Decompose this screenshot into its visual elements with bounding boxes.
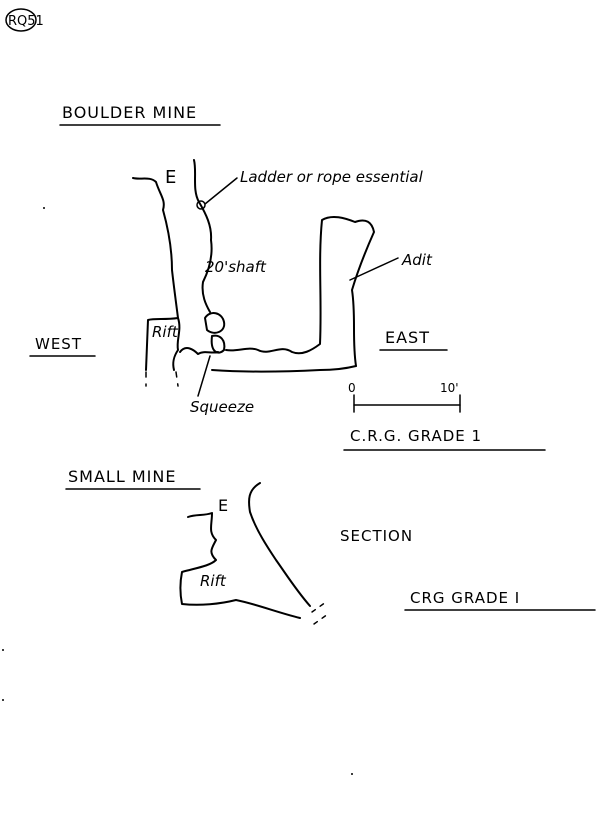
small-mine-title: SMALL MINE <box>68 467 176 486</box>
small-mine-left-wall <box>179 512 301 619</box>
adit-leader <box>349 257 399 281</box>
small-mine-right-wall <box>248 482 311 607</box>
ladder-leader <box>204 177 238 205</box>
squeeze-boulders <box>204 312 226 354</box>
squeeze-leader <box>197 355 211 397</box>
boulder-mine-title: BOULDER MINE <box>62 103 197 122</box>
boulder-entrance-marker: E <box>165 167 176 188</box>
small-rift-label: Rift <box>200 572 227 590</box>
scale-end: 10' <box>440 381 459 395</box>
boulder-grade: C.R.G. GRADE 1 <box>350 427 482 445</box>
section-label: SECTION <box>340 527 413 545</box>
small-grade: CRG GRADE I <box>410 589 520 607</box>
shaft-right-wall <box>193 159 213 313</box>
adit-label: Adit <box>401 251 433 269</box>
squeeze-label: Squeeze <box>190 398 254 416</box>
small-mine-continuation-dashes <box>311 601 329 625</box>
ladder-note: Ladder or rope essential <box>240 168 424 186</box>
adit-roof <box>225 215 375 367</box>
scale-bar: 0 10' <box>348 381 461 413</box>
shaft-label: 20'shaft <box>205 258 267 276</box>
east-label: EAST <box>385 328 430 347</box>
page-reference: RQ51 <box>5 8 44 32</box>
west-label: WEST <box>35 335 82 353</box>
boulder-mine-diagram: BOULDER MINE E Ladder or rope essential … <box>29 103 546 451</box>
ladder-marker <box>196 200 206 210</box>
adit-floor <box>211 365 357 373</box>
shaft-left-wall <box>132 177 179 319</box>
rift-floor-dashes <box>145 371 179 387</box>
scale-start: 0 <box>348 381 356 395</box>
squeeze-constriction <box>179 347 219 355</box>
scan-specks <box>2 207 353 775</box>
rift-outline <box>145 317 181 371</box>
small-mine-diagram: SMALL MINE E Rift SECTION CRG GRADE I <box>65 467 596 625</box>
small-entrance-marker: E <box>218 496 228 515</box>
page-reference-text: RQ51 <box>8 14 44 29</box>
rift-label: Rift <box>152 323 179 341</box>
